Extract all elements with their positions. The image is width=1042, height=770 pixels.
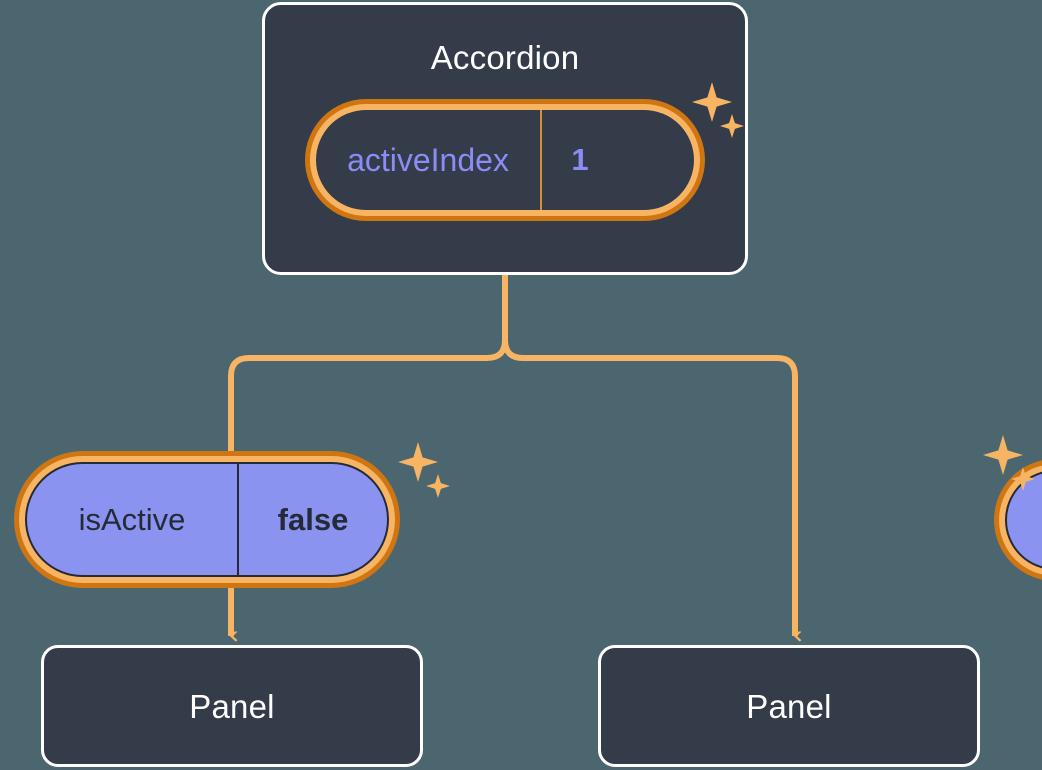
sparkle-icon xyxy=(398,442,450,498)
state-pill-body: activeIndex 1 xyxy=(316,110,694,210)
state-key: isActive xyxy=(1007,472,1042,568)
state-pill-inner-ring: activeIndex 1 xyxy=(310,104,700,216)
state-pill-outer-ring: isActive true xyxy=(994,458,1042,581)
state-pill-inner-ring: isActive false xyxy=(19,456,395,583)
state-pill-body: isActive false xyxy=(25,462,389,577)
component-title: Accordion xyxy=(430,39,580,76)
state-pill-body: isActive true xyxy=(1005,469,1042,570)
state-key: activeIndex xyxy=(347,141,509,178)
state-value: false xyxy=(237,464,387,575)
component-node-panel-left[interactable]: Panel xyxy=(41,645,423,767)
state-pill-inner-ring: isActive true xyxy=(999,463,1042,576)
state-pill-is-active-false[interactable]: isActive false xyxy=(14,451,400,588)
component-node-panel-right[interactable]: Panel xyxy=(598,645,980,767)
wire-state-to-panel xyxy=(228,588,795,636)
state-pill-active-index[interactable]: activeIndex 1 xyxy=(305,99,705,221)
state-pill-outer-ring: isActive false xyxy=(14,451,400,588)
component-title: Panel xyxy=(746,687,832,725)
state-value: 1 xyxy=(540,110,618,210)
component-title: Panel xyxy=(189,687,275,725)
state-pill-outer-ring: activeIndex 1 xyxy=(305,99,705,221)
state-key: isActive xyxy=(78,501,186,537)
state-pill-is-active-true[interactable]: isActive true xyxy=(994,458,1042,581)
